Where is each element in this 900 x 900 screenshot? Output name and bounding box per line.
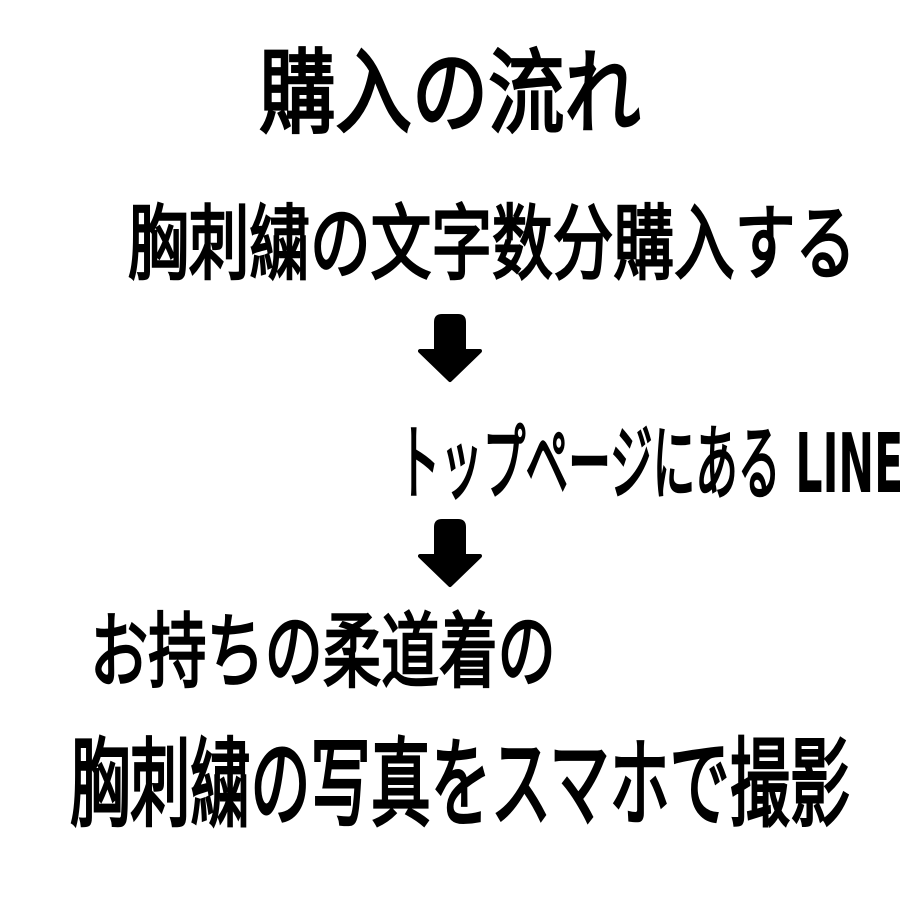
page-title: 購入の流れ: [0, 48, 900, 140]
flow-step-3-line-2-text: 胸刺繍の写真をスマホで撮影: [70, 728, 851, 841]
down-arrow-icon: [0, 518, 900, 588]
flow-step-2: トップページにある LINE のお友達追加する: [0, 424, 900, 506]
flow-step-1: 胸刺繍の文字数分購入する: [0, 204, 900, 286]
flow-step-3-line-1-text: お持ちの柔道着の: [90, 605, 556, 700]
flow-step-1-text: 胸刺繍の文字数分購入する: [127, 197, 857, 292]
flow-step-3-line-2: 胸刺繍の写真をスマホで撮影: [70, 736, 900, 833]
flow-step-2-text: トップページにある LINE のお友達追加する: [397, 417, 900, 512]
flow-step-3-line-1: お持ちの柔道着の: [90, 612, 746, 694]
page-title-text: 購入の流れ: [259, 40, 641, 147]
down-arrow-icon: [0, 313, 900, 383]
